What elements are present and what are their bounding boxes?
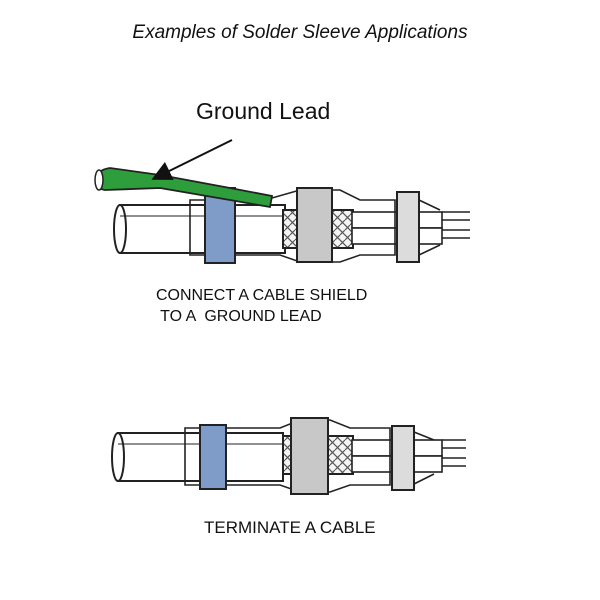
top-caption-line2: TO A GROUND LEAD — [156, 308, 322, 325]
bottom-solder-band — [199, 424, 227, 490]
top-termination-ring — [396, 191, 420, 263]
top-caption-line1: CONNECT A CABLE SHIELD — [156, 287, 368, 304]
bottom-caption: TERMINATE A CABLE — [204, 518, 376, 537]
top-cable-jacket — [113, 204, 286, 254]
bottom-cable-jacket — [111, 432, 284, 482]
top-ground-lead-wire — [95, 167, 274, 209]
diagram-title: Examples of Solder Sleeve Applications — [132, 22, 468, 43]
bottom-shield-sleeve-band — [290, 417, 329, 495]
top-caption: CONNECT A CABLE SHIELD TO A GROUND LEAD — [156, 285, 367, 327]
top-cable-assembly — [94, 139, 470, 264]
bottom-cable-assembly — [111, 417, 466, 495]
bottom-termination-ring — [391, 425, 415, 491]
ground-lead-arrow — [151, 139, 233, 180]
top-shield-sleeve-band — [296, 187, 333, 263]
ground-lead-label: Ground Lead — [196, 98, 331, 124]
